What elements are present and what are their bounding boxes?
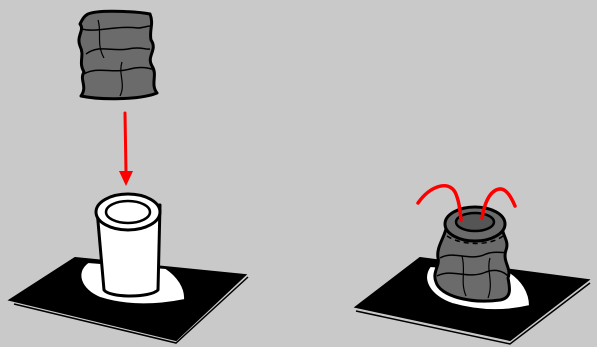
fitted-sleeve-crease <box>439 251 507 259</box>
fitted-sleeve-opening <box>454 211 496 233</box>
loose-sleeve-crease <box>81 25 151 31</box>
flashing-base-edge <box>13 276 249 344</box>
loose-sleeve-crease <box>119 61 123 97</box>
red-straps <box>416 183 517 222</box>
down-arrow <box>119 111 133 186</box>
fitted-sleeve-crease <box>436 269 509 277</box>
fitted-sleeve-crease <box>461 255 467 297</box>
down-arrow-shaft <box>123 111 128 174</box>
red-strap-left <box>416 183 463 222</box>
fitted-sleeve-dashed-band <box>446 235 504 245</box>
right-panel <box>353 183 591 345</box>
loose-sleeve <box>77 9 159 101</box>
fitted-sleeve-body <box>433 222 512 303</box>
flashing-base-edge <box>355 282 591 345</box>
down-arrow-head <box>119 171 133 186</box>
sleeve-on-pipe <box>433 205 512 303</box>
loose-sleeve-crease <box>83 66 155 75</box>
fitted-sleeve-crease <box>487 257 491 299</box>
white-pipe <box>94 192 162 298</box>
left-panel <box>7 9 249 344</box>
white-pipe-opening <box>104 199 152 225</box>
red-strap-right <box>480 187 517 220</box>
loose-sleeve-crease <box>97 19 105 59</box>
loose-sleeve-crease <box>85 47 151 55</box>
loose-sleeve-body <box>77 9 159 101</box>
